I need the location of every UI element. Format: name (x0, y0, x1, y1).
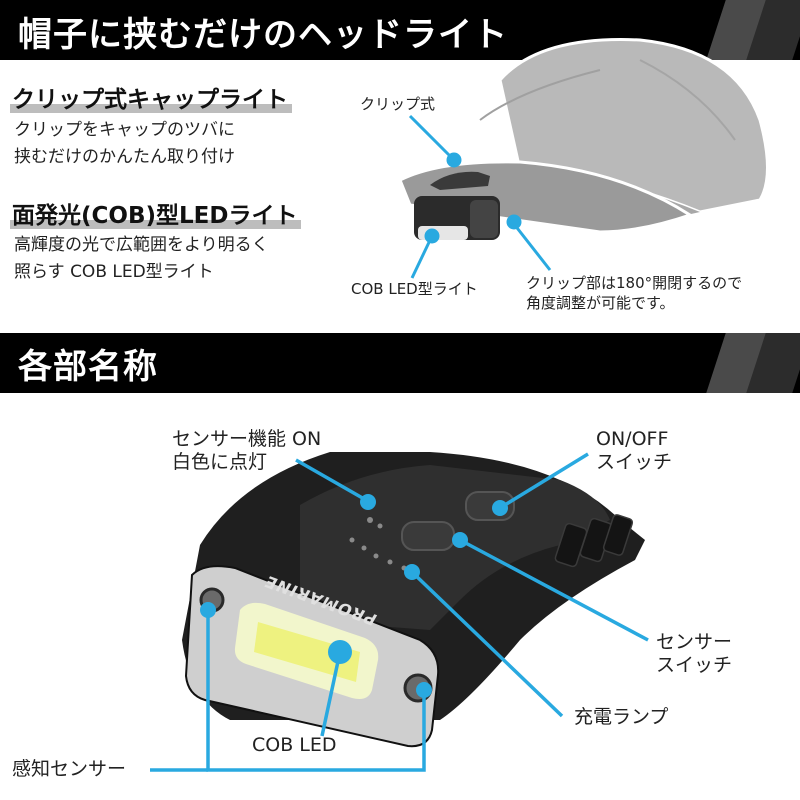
callout-clip-part-line2: 角度調整が可能です。 (526, 294, 675, 312)
parts-banner-title: 各部名称 (18, 347, 158, 387)
top-banner-title: 帽子に挟むだけのヘッドライト (18, 15, 508, 55)
label-onoff-line2: スイッチ (596, 451, 673, 473)
feature-clip-desc: クリップをキャップのツバに 挟むだけのかんたん取り付け (14, 117, 235, 171)
feature-cob-title: 面発光(COB)型LEDライト (10, 196, 302, 230)
label-sensor-on: センサー機能 ON 白色に点灯 (172, 428, 321, 474)
cap-illustration (398, 38, 769, 240)
label-sensor-on-line2: 白色に点灯 (172, 451, 268, 473)
top-callout-lines (408, 114, 552, 279)
callout-cob-light: COB LED型ライト (351, 280, 478, 298)
label-onoff-switch: ON/OFF スイッチ (596, 428, 672, 474)
bottom-callout-lines (150, 452, 649, 772)
headlight-product (182, 452, 645, 748)
label-sensor-switch: センサー スイッチ (656, 631, 732, 677)
label-sensor: 感知センサー (12, 758, 127, 780)
label-sensor-switch-line2: スイッチ (656, 654, 733, 676)
feature-clip-title: クリップ式キャップライト (10, 80, 292, 114)
label-charge-lamp: 充電ランプ (574, 706, 669, 728)
parts-banner: 各部名称 (0, 333, 800, 393)
callout-clip: クリップ式 (360, 95, 436, 113)
top-banner: 帽子に挟むだけのヘッドライト (0, 0, 800, 60)
label-cob-led: COB LED (252, 734, 337, 756)
feature-clip-desc-line1: クリップをキャップのツバに (14, 120, 235, 140)
feature-cob-desc: 高輝度の光で広範囲をより明るく 照らす COB LED型ライト (14, 232, 269, 286)
feature-cob-desc-line2: 照らす COB LED型ライト (14, 262, 214, 282)
feature-cob-desc-line1: 高輝度の光で広範囲をより明るく (14, 235, 269, 255)
label-onoff-line1: ON/OFF (596, 428, 669, 450)
callout-clip-part: クリップ部は180°開閉するので 角度調整が可能です。 (526, 273, 742, 313)
label-sensor-on-line1: センサー機能 ON (172, 428, 322, 450)
callout-clip-part-line1: クリップ部は180°開閉するので (526, 274, 743, 292)
feature-clip-desc-line2: 挟むだけのかんたん取り付け (14, 147, 235, 167)
bottom-callout-dots (200, 494, 508, 698)
label-sensor-switch-line1: センサー (656, 631, 733, 653)
